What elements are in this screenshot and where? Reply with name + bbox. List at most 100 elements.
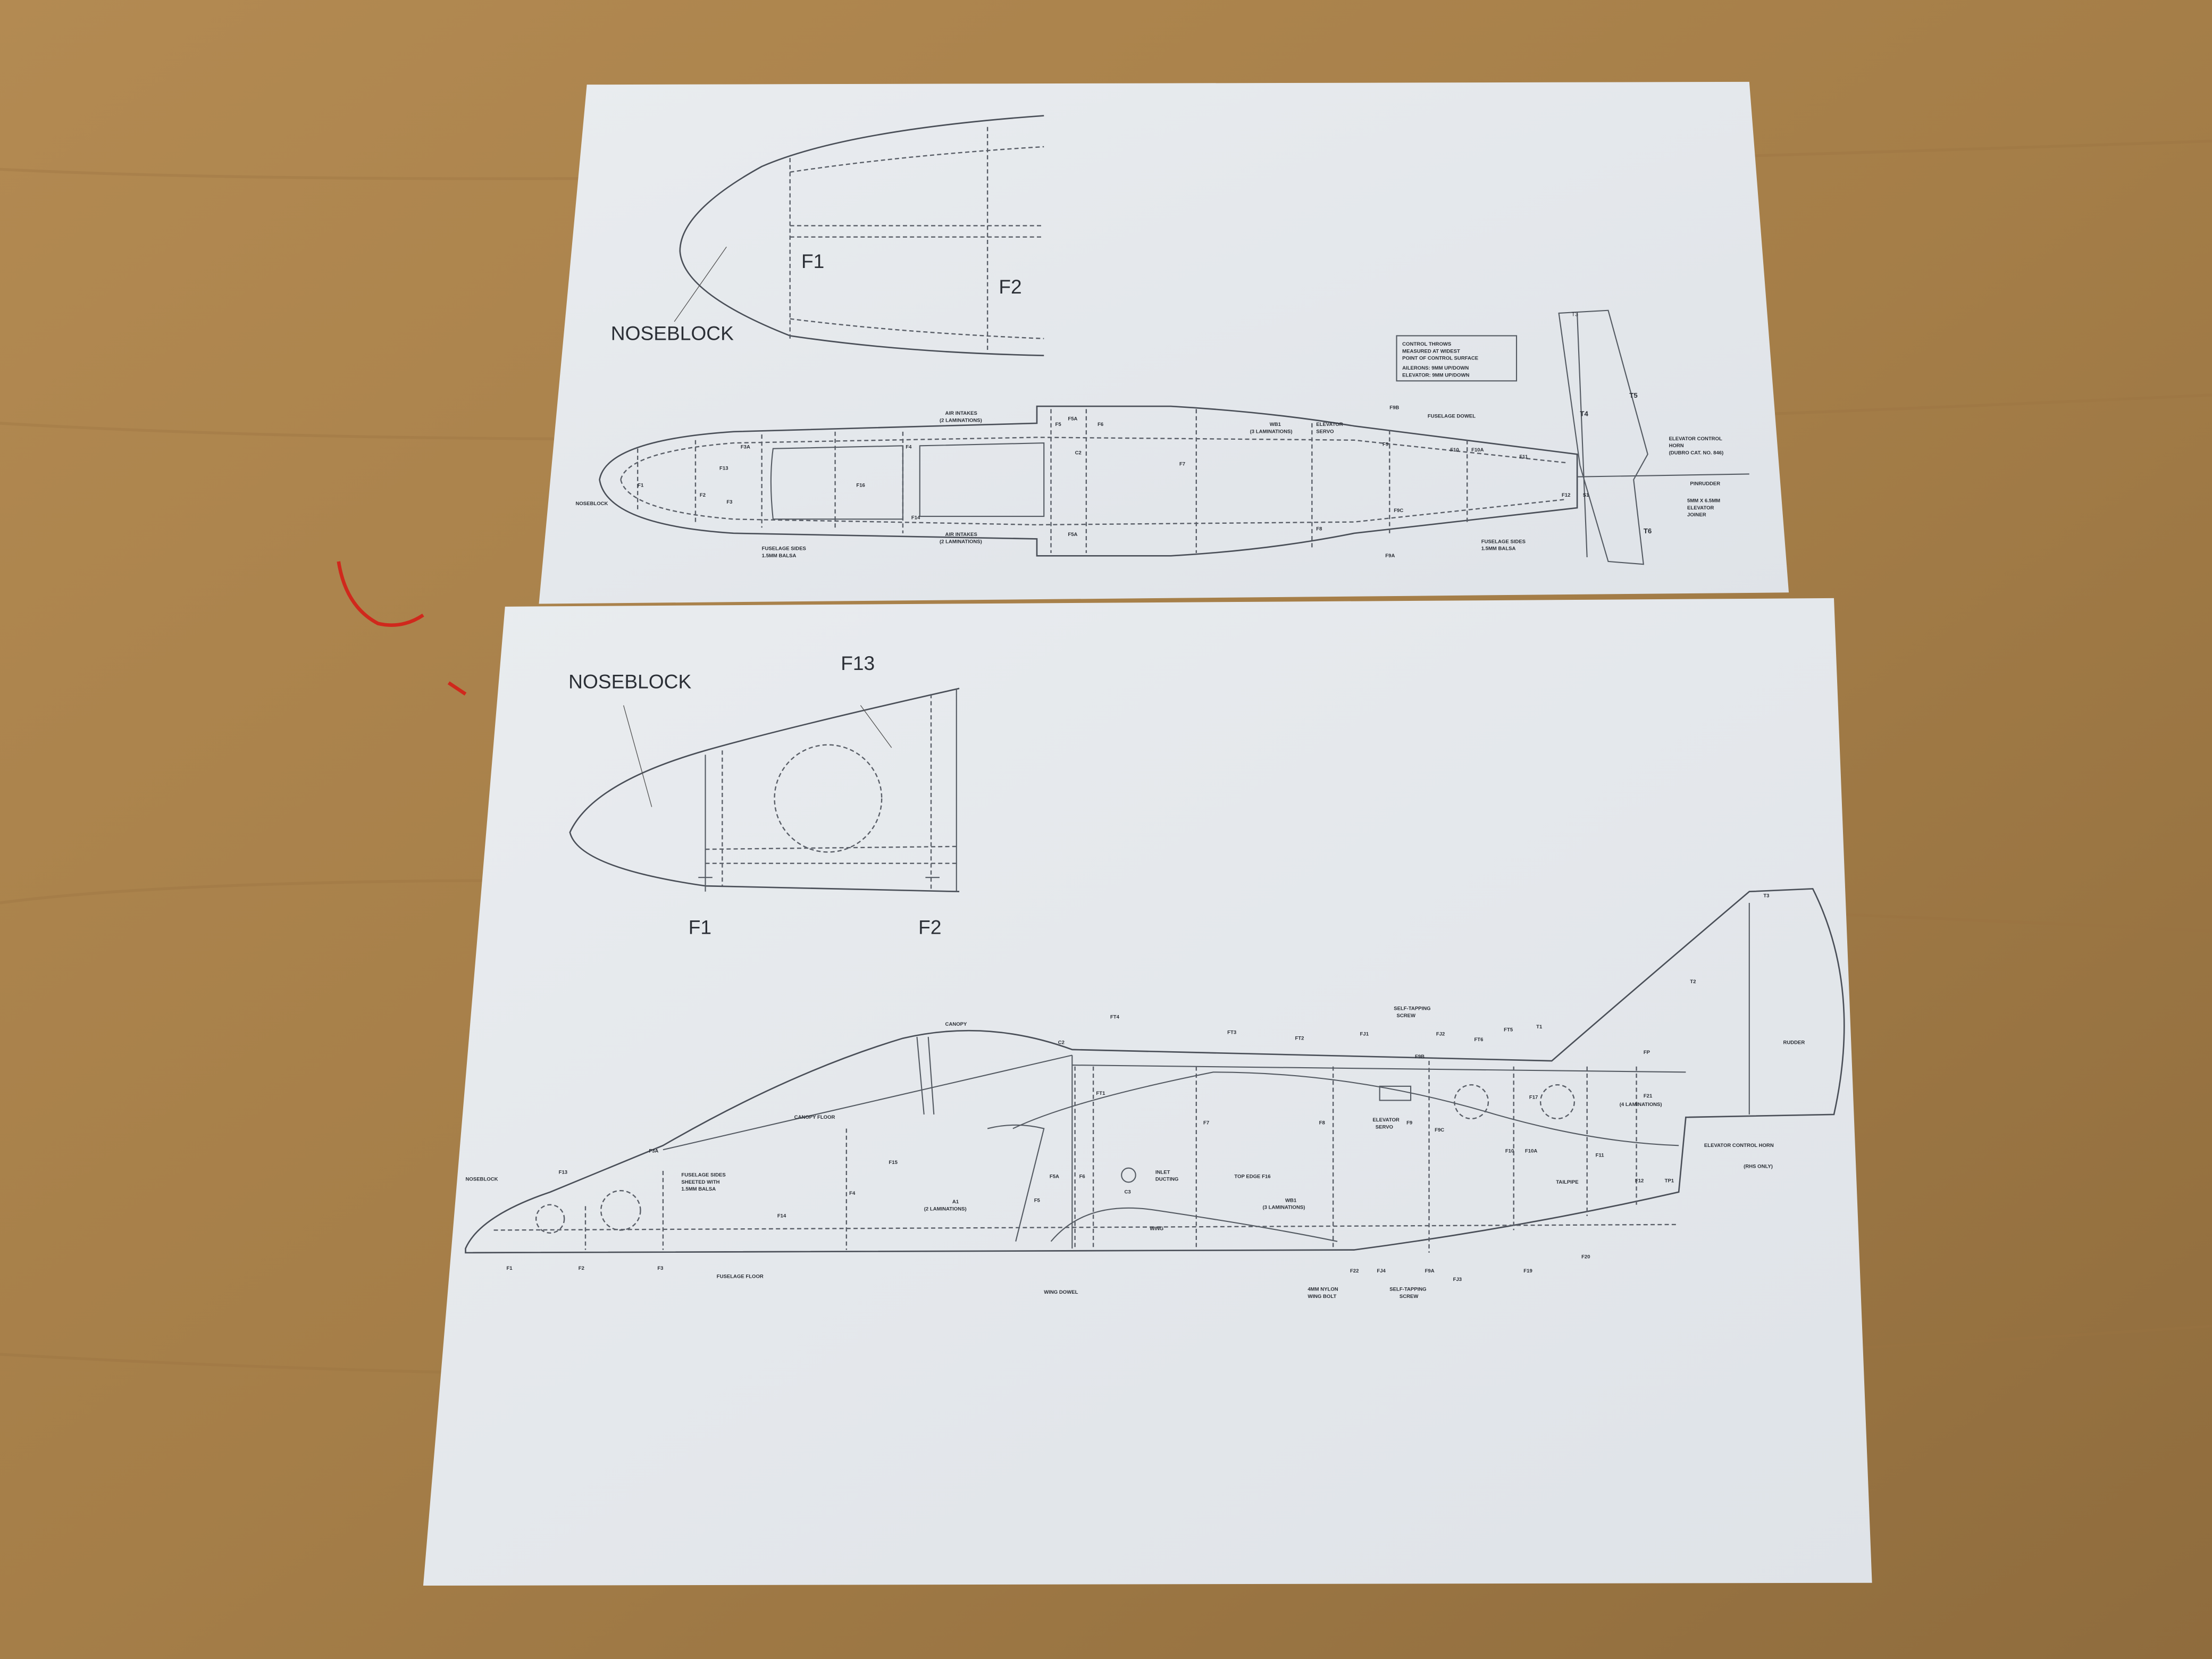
- svg-text:FT6: FT6: [1474, 1037, 1483, 1043]
- svg-text:FJ1: FJ1: [1360, 1031, 1369, 1037]
- svg-text:F21: F21: [1644, 1093, 1653, 1099]
- svg-text:F10A: F10A: [1525, 1149, 1537, 1154]
- svg-text:F3: F3: [657, 1266, 663, 1271]
- svg-text:FJ4: FJ4: [1377, 1268, 1386, 1274]
- svg-text:FJ3: FJ3: [1453, 1277, 1462, 1283]
- svg-text:F9B: F9B: [1389, 405, 1399, 410]
- svg-text:(4 LAMINATIONS): (4 LAMINATIONS): [1620, 1102, 1662, 1108]
- svg-text:1.5MM BALSA: 1.5MM BALSA: [681, 1186, 716, 1192]
- svg-text:AILERONS: 9MM UP/DOWN: AILERONS: 9MM UP/DOWN: [1402, 365, 1469, 371]
- svg-text:F1: F1: [506, 1266, 513, 1271]
- svg-text:F9A: F9A: [1385, 553, 1395, 559]
- svg-text:WB1: WB1: [1285, 1197, 1297, 1203]
- label-f2: F2: [918, 916, 941, 938]
- svg-text:F9B: F9B: [1415, 1054, 1425, 1060]
- svg-text:4MM NYLON: 4MM NYLON: [1308, 1287, 1338, 1293]
- svg-text:F10A: F10A: [1471, 447, 1484, 453]
- svg-text:F6: F6: [1097, 422, 1103, 428]
- svg-text:F3: F3: [726, 499, 732, 505]
- svg-text:F8: F8: [1316, 526, 1322, 532]
- svg-text:F10: F10: [1505, 1149, 1514, 1154]
- top-plan-sheet: NOSEBLOCK F1 F2 CONTROL THROWS MEASURED …: [539, 81, 1789, 604]
- svg-text:F9C: F9C: [1435, 1127, 1444, 1133]
- svg-text:WB1: WB1: [1270, 422, 1281, 428]
- svg-text:F9A: F9A: [1425, 1268, 1435, 1274]
- svg-text:SCREW: SCREW: [1400, 1294, 1419, 1300]
- svg-text:FT3: FT3: [1227, 1030, 1236, 1036]
- label-f1: F1: [689, 916, 711, 938]
- svg-text:WING BOLT: WING BOLT: [1308, 1294, 1336, 1300]
- svg-text:INLET: INLET: [1155, 1169, 1170, 1175]
- svg-text:1.5MM BALSA: 1.5MM BALSA: [1481, 546, 1516, 552]
- svg-text:(DUBRO CAT. NO. 846): (DUBRO CAT. NO. 846): [1669, 450, 1724, 456]
- svg-text:SERVO: SERVO: [1316, 429, 1334, 434]
- svg-text:A1: A1: [952, 1199, 959, 1205]
- svg-text:SERVO: SERVO: [1376, 1124, 1394, 1130]
- svg-text:FUSELAGE SIDES: FUSELAGE SIDES: [1481, 539, 1526, 544]
- svg-text:AIR INTAKES: AIR INTAKES: [945, 532, 977, 538]
- svg-text:TP1: TP1: [1665, 1178, 1674, 1184]
- svg-text:TOP EDGE F16: TOP EDGE F16: [1234, 1174, 1270, 1179]
- svg-text:F2: F2: [700, 492, 706, 498]
- svg-text:F1: F1: [638, 482, 644, 488]
- svg-text:ELEVATOR: ELEVATOR: [1316, 422, 1343, 428]
- svg-text:F7: F7: [1179, 462, 1185, 467]
- svg-text:F11: F11: [1519, 454, 1528, 460]
- side-elevation-view: CANOPY C2 FT4 FT3 FT2 SELF-TAPPING SCREW…: [465, 888, 1845, 1300]
- svg-text:SELF-TAPPING: SELF-TAPPING: [1389, 1287, 1426, 1293]
- svg-text:F5A: F5A: [1050, 1174, 1059, 1179]
- svg-text:F5: F5: [1034, 1197, 1041, 1203]
- svg-text:C3: C3: [1124, 1189, 1130, 1195]
- svg-text:FT2: FT2: [1295, 1035, 1304, 1041]
- svg-text:F15: F15: [889, 1160, 898, 1166]
- red-marker-marks: [337, 561, 467, 696]
- svg-text:F12: F12: [1635, 1178, 1644, 1184]
- svg-text:ELEVATOR CONTROL HORN: ELEVATOR CONTROL HORN: [1704, 1143, 1774, 1149]
- svg-text:F22: F22: [1350, 1268, 1359, 1274]
- svg-text:FT1: FT1: [1096, 1091, 1105, 1096]
- svg-text:F8: F8: [1319, 1120, 1326, 1126]
- svg-text:T4: T4: [1580, 410, 1588, 418]
- svg-text:F17: F17: [1529, 1095, 1538, 1101]
- svg-text:F3A: F3A: [649, 1149, 658, 1154]
- svg-text:F10: F10: [1450, 447, 1459, 453]
- svg-text:(3 LAMINATIONS): (3 LAMINATIONS): [1262, 1205, 1305, 1211]
- svg-text:FUSELAGE SIDES: FUSELAGE SIDES: [681, 1172, 725, 1178]
- svg-text:F5: F5: [1055, 422, 1061, 428]
- svg-text:T5: T5: [1629, 391, 1637, 399]
- svg-text:T2: T2: [1690, 979, 1696, 985]
- control-throws-box: CONTROL THROWS MEASURED AT WIDEST POINT …: [1396, 335, 1518, 382]
- svg-text:F13: F13: [559, 1169, 567, 1175]
- label-f2: F2: [999, 275, 1021, 298]
- svg-text:NOSEBLOCK: NOSEBLOCK: [575, 501, 608, 507]
- svg-text:FUSELAGE SIDES: FUSELAGE SIDES: [762, 546, 806, 552]
- top-nose-detail: NOSEBLOCK F1 F2: [611, 115, 1044, 356]
- svg-text:C2: C2: [1058, 1040, 1065, 1045]
- svg-text:C2: C2: [1075, 450, 1082, 456]
- svg-text:SHEETED WITH: SHEETED WITH: [681, 1179, 719, 1185]
- svg-text:HORN: HORN: [1669, 443, 1684, 449]
- svg-text:FT5: FT5: [1504, 1027, 1513, 1033]
- svg-text:TAILPIPE: TAILPIPE: [1556, 1179, 1578, 1185]
- svg-text:F9: F9: [1406, 1120, 1412, 1126]
- svg-text:ELEVATOR: ELEVATOR: [1372, 1117, 1399, 1123]
- svg-text:F7: F7: [1203, 1120, 1209, 1126]
- svg-text:ELEVATOR: ELEVATOR: [1687, 505, 1714, 511]
- svg-text:F2: F2: [579, 1266, 584, 1271]
- svg-text:F4: F4: [849, 1191, 856, 1196]
- svg-text:FT4: FT4: [1110, 1015, 1120, 1020]
- label-noseblock: NOSEBLOCK: [568, 671, 691, 693]
- label-f13: F13: [841, 652, 875, 674]
- svg-text:(2 LAMINATIONS): (2 LAMINATIONS): [924, 1206, 967, 1212]
- svg-text:MEASURED AT WIDEST: MEASURED AT WIDEST: [1402, 348, 1460, 354]
- svg-text:F9C: F9C: [1394, 508, 1403, 514]
- svg-text:FUSELAGE DOWEL: FUSELAGE DOWEL: [1428, 413, 1476, 419]
- svg-text:F20: F20: [1581, 1254, 1590, 1260]
- top-plan-view: T3 T4 T5 T6 AIR INTAKES (2 LAMINATIONS) …: [575, 309, 1749, 565]
- svg-text:FJ2: FJ2: [1436, 1031, 1445, 1037]
- svg-text:F19: F19: [1523, 1268, 1532, 1274]
- svg-text:ELEVATOR: 9MM UP/DOWN: ELEVATOR: 9MM UP/DOWN: [1402, 372, 1469, 378]
- svg-text:F9: F9: [1382, 441, 1388, 447]
- svg-text:F5A: F5A: [1068, 416, 1077, 422]
- label-noseblock: NOSEBLOCK: [611, 322, 734, 344]
